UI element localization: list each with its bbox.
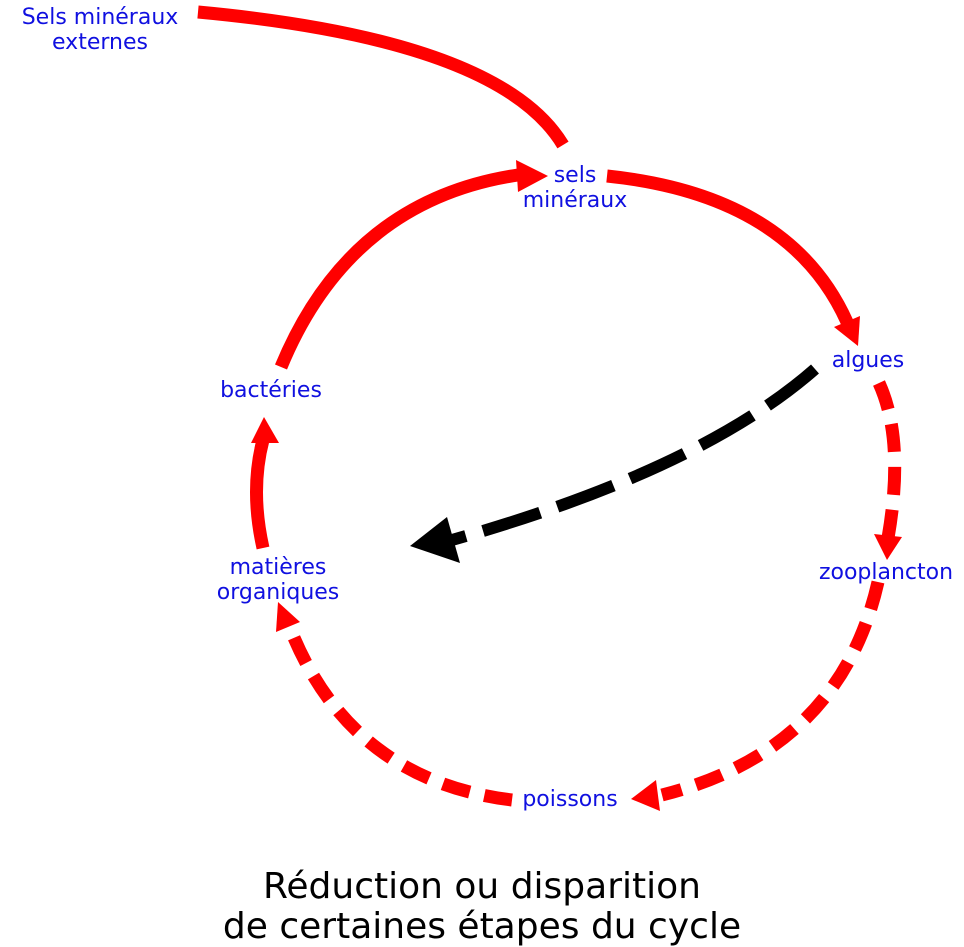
arrowhead-bacteria [251, 417, 279, 443]
minerals-line2: minéraux [522, 188, 628, 213]
arrow-algae-to-zooplankton [873, 380, 902, 540]
arrowhead-algae [834, 316, 860, 346]
minerals-line1: sels [553, 163, 597, 188]
arrow-external-to-minerals [197, 5, 569, 149]
zooplankton-label: zooplancton [818, 560, 954, 585]
external-minerals-label: Sels minéraux externes [0, 5, 200, 55]
external-minerals-line2: externes [52, 30, 148, 55]
arrow-algae-to-organic [450, 364, 819, 546]
caption-line1: Réduction ou disparition [263, 866, 701, 907]
arrow-fish-to-organic [283, 625, 513, 807]
organic-matter-line2: organiques [216, 580, 340, 605]
arrow-zooplankton-to-fish [660, 580, 885, 802]
arrowhead-minerals-left [516, 160, 548, 192]
algae-label: algues [831, 348, 905, 373]
arrow-bacteria-to-minerals [274, 168, 519, 370]
organic-matter-label: matières organiques [196, 555, 360, 605]
arrowhead-organic [276, 602, 300, 632]
bacteria-label: bactéries [220, 378, 322, 403]
arrow-organic-to-bacteria [250, 438, 270, 550]
organic-matter-line1: matières [229, 555, 327, 580]
diagram-caption: Réduction ou disparition de certaines ét… [0, 867, 964, 947]
caption-line2: de certaines étapes du cycle [222, 906, 742, 947]
external-minerals-line1: Sels minéraux [21, 5, 179, 30]
arrow-minerals-to-algae [606, 169, 853, 325]
arrowhead-fish [631, 780, 660, 811]
arrowhead-shortcut [410, 517, 460, 563]
arrowhead-zooplankton [874, 534, 902, 560]
minerals-label: sels minéraux [510, 163, 640, 213]
fish-label: poissons [522, 787, 618, 812]
